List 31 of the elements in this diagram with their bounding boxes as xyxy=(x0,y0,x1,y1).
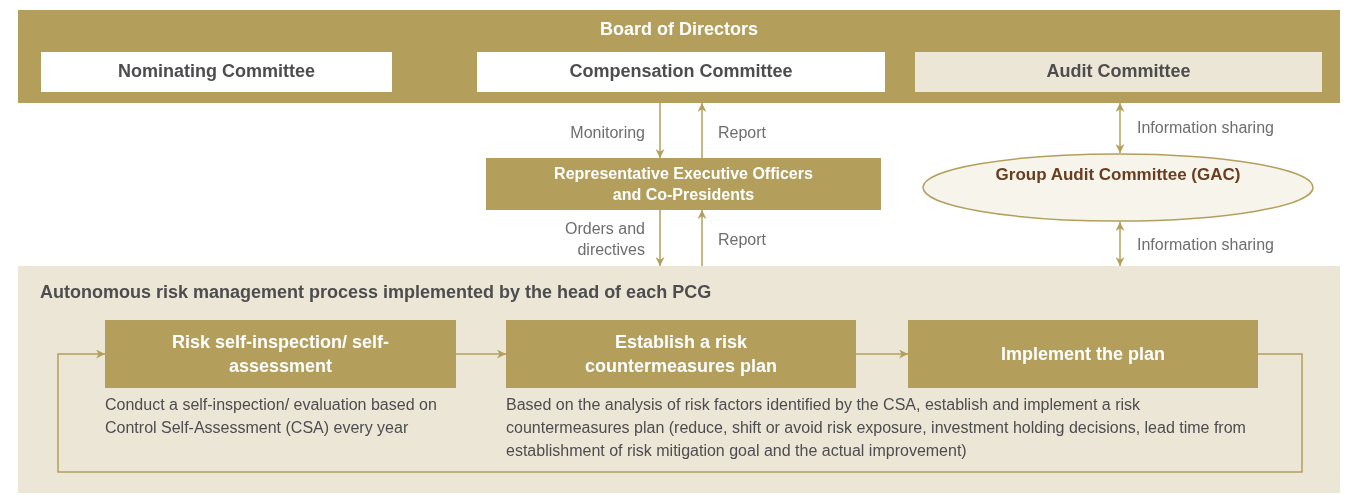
node-label: Representative Executive Officers and Co-Presidents xyxy=(553,164,814,205)
node-label: Risk self-inspection/ self-assessment xyxy=(170,331,391,378)
arrow xyxy=(855,349,909,359)
process-box xyxy=(506,320,856,388)
description-text: Conduct a self-inspection/ evaluation based on Control Self-Assessment (CSA) every year xyxy=(105,395,438,438)
node-label: Implement the plan xyxy=(1000,343,1166,366)
committee-ellipse xyxy=(922,153,1314,222)
node-label: Compensation Committee xyxy=(568,61,794,82)
node-label: Nominating Committee xyxy=(117,61,316,82)
arrow xyxy=(1115,221,1125,267)
arrow xyxy=(1115,102,1125,154)
node-label: Audit Committee xyxy=(1045,61,1192,82)
process-box xyxy=(105,320,456,388)
committee-box xyxy=(41,52,392,92)
process-area xyxy=(18,266,1340,493)
description-text: Based on the analysis of risk factors identified by the CSA, establish and implement a risk countermeasures plan (reduce, shift or avoid risk exposure, investment holding decisions, lead time from establishment of risk mitigation goal and the actual improvement) xyxy=(506,395,1247,461)
section-heading: Autonomous risk management process implemented by the head of each PCG xyxy=(40,282,712,303)
arrow xyxy=(57,349,1303,473)
arrow xyxy=(455,349,507,359)
process-box xyxy=(486,158,881,210)
arrow xyxy=(655,209,665,267)
committee-box xyxy=(477,52,885,92)
arrow xyxy=(697,209,707,267)
section-heading: Board of Directors xyxy=(599,19,759,40)
process-box xyxy=(908,320,1258,388)
board-band xyxy=(18,10,1340,103)
node-label: Establish a risk countermeasures plan xyxy=(583,331,779,378)
arrow xyxy=(697,102,707,159)
arrow xyxy=(655,102,665,159)
node-label: Group Audit Committee (GAC) xyxy=(994,164,1242,186)
committee-box xyxy=(915,52,1322,92)
